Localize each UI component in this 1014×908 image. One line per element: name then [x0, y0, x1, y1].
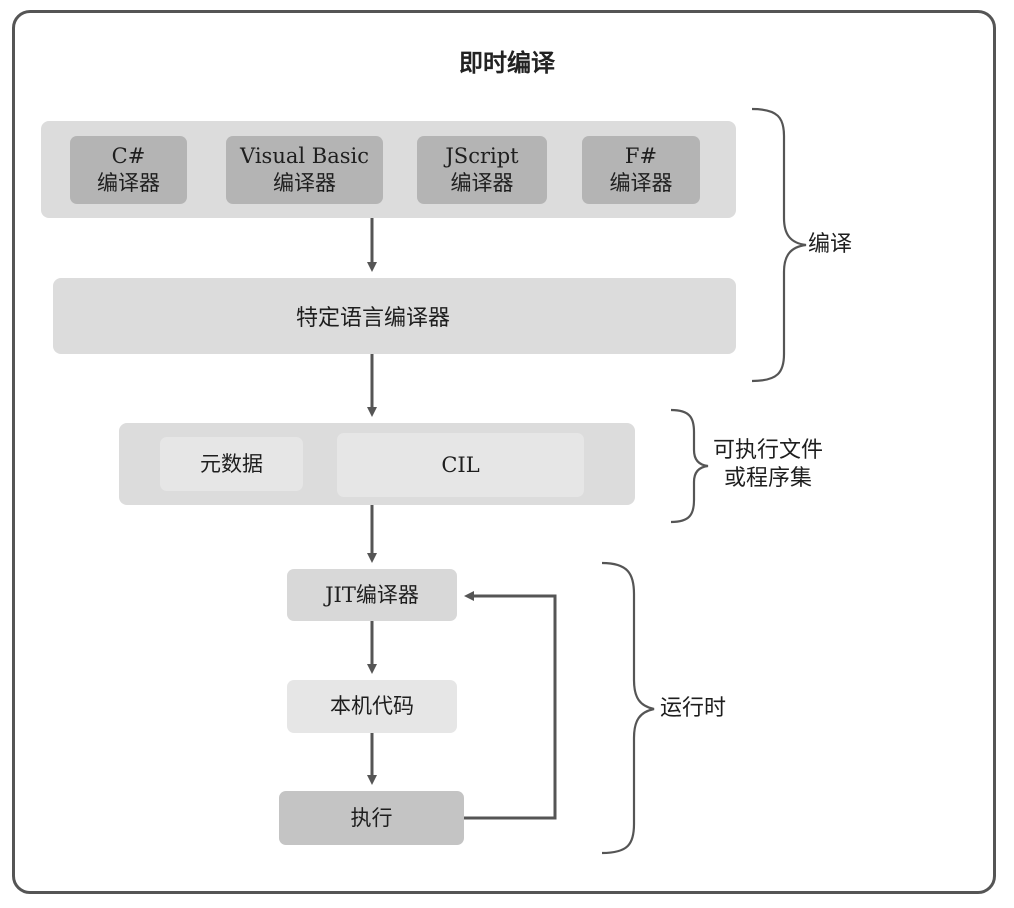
vb-compiler-box: Visual Basic 编译器 — [226, 136, 383, 204]
native-code-box: 本机代码 — [287, 680, 457, 733]
language-compiler-panel — [53, 278, 736, 354]
cil-box: CIL — [337, 433, 584, 497]
metadata-box: 元数据 — [160, 437, 303, 491]
language-compiler-label: 特定语言编译器 — [295, 306, 450, 331]
executable-stage-label: 可执行文件 或程序集 — [713, 438, 824, 491]
jit-compiler-box: JIT编译器 — [287, 569, 457, 621]
csharp-compiler-box: C# 编译器 — [70, 136, 187, 204]
fsharp-compiler-box: F# 编译器 — [582, 136, 700, 204]
diagram-title: 即时编译 — [459, 49, 555, 77]
execute-box: 执行 — [279, 791, 464, 845]
jscript-compiler-box: JScript 编译器 — [417, 136, 547, 204]
runtime-stage-label: 运行时 — [660, 696, 727, 721]
compile-stage-label: 编译 — [808, 232, 853, 257]
